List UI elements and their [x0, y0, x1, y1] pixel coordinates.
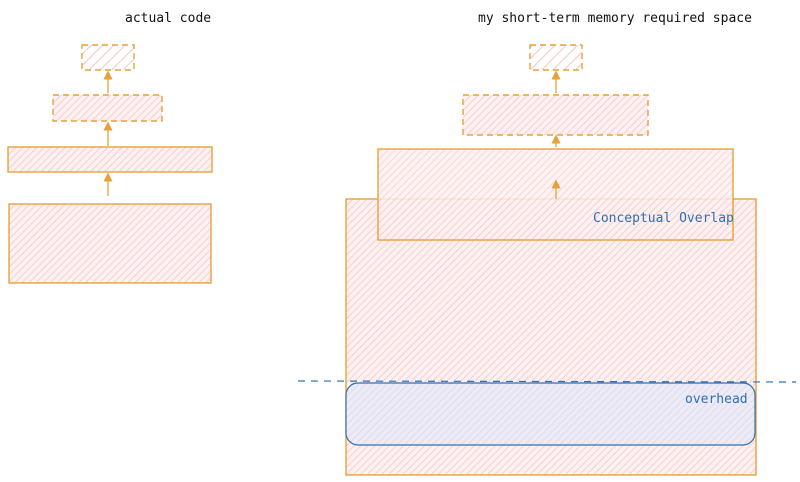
- overhead-region: [345, 382, 756, 446]
- left-box-second: [52, 94, 163, 122]
- left-box-bottom: [8, 203, 212, 284]
- overhead-dashed-line: [297, 380, 797, 383]
- title-actual-code: actual code: [125, 11, 211, 26]
- left-box-third: [7, 146, 213, 173]
- overhead-label: overhead: [685, 392, 748, 407]
- right-box-second: [462, 94, 649, 136]
- conceptual-overlap-label: Conceptual Overlap: [593, 211, 734, 226]
- right-box-top: [529, 44, 583, 71]
- left-box-top: [81, 44, 135, 71]
- title-short-term-memory: my short-term memory required space: [478, 11, 752, 26]
